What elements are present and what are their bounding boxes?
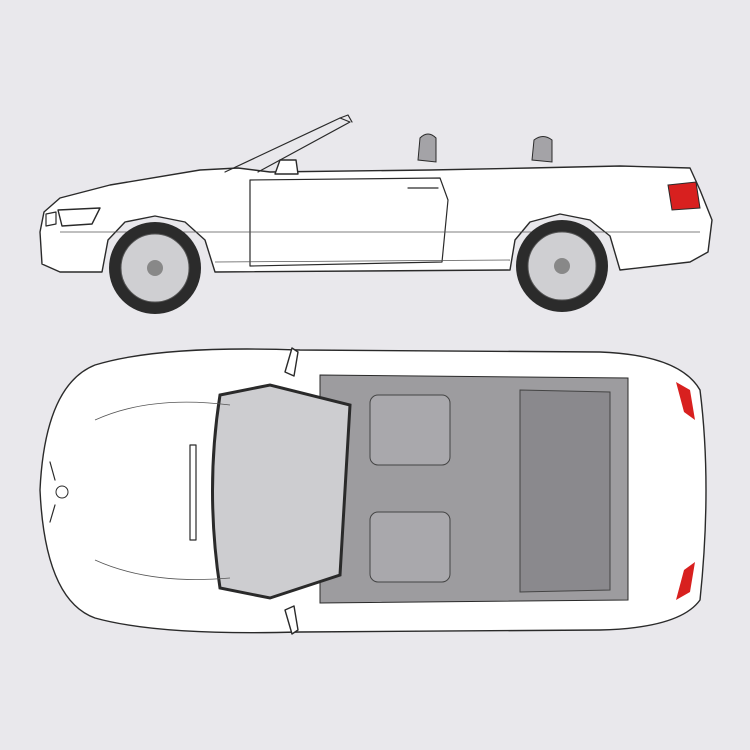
bmw-logo	[55, 485, 69, 499]
mirror-top-left	[284, 347, 299, 377]
hood-vent	[189, 444, 197, 541]
front-wheel	[109, 222, 201, 314]
kidney-grille	[49, 461, 56, 523]
hood-line	[94, 401, 231, 580]
rear-hub	[554, 258, 570, 274]
side-a-pillar	[339, 114, 353, 123]
front-seat-right	[369, 511, 451, 583]
side-headrest-rear	[531, 136, 553, 163]
windshield	[211, 383, 352, 600]
side-body	[39, 165, 713, 273]
taillight-top-right	[676, 562, 695, 600]
headlight	[57, 207, 101, 227]
top-view	[39, 347, 707, 635]
taillight-top-left	[676, 382, 695, 420]
rear-bench	[519, 389, 611, 593]
side-mirror	[274, 159, 299, 175]
taillight-side	[667, 181, 701, 211]
side-view	[39, 114, 713, 314]
front-seat-left	[369, 394, 451, 466]
rear-wheel	[516, 220, 608, 312]
grille	[45, 211, 57, 227]
side-door	[249, 177, 449, 267]
side-sill	[214, 259, 511, 263]
side-windshield-frame	[224, 117, 351, 173]
side-headrest-front	[417, 133, 437, 163]
mirror-top-right	[284, 605, 299, 635]
front-hub	[147, 260, 163, 276]
